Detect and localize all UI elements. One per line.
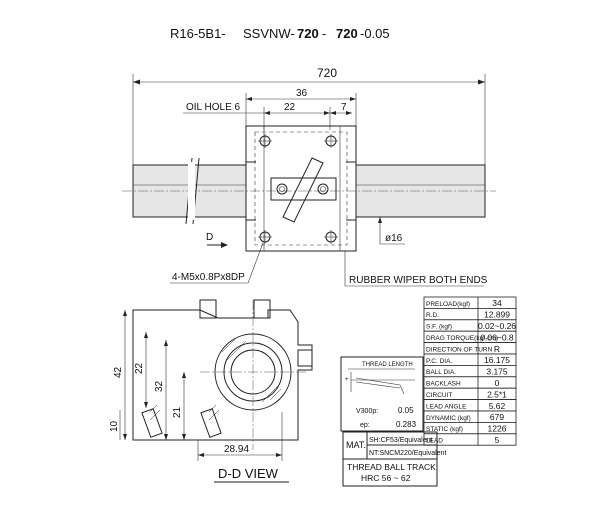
- section-mark-d: D: [206, 232, 228, 248]
- spec-value: 5: [495, 435, 500, 445]
- dimension-22-7: OIL HOLE 6 22 7: [183, 102, 352, 130]
- title-series: SSVNW-: [243, 26, 295, 41]
- spec-row: R.D. 12.899: [423, 307, 517, 321]
- spec-row: BACKLASH 0: [423, 376, 517, 389]
- spec-value: 0: [495, 378, 500, 388]
- ep-value: 0.283: [396, 420, 417, 429]
- spec-label: PRELOAD(kgf): [426, 301, 470, 308]
- spec-value: 3.175: [486, 367, 508, 377]
- spec-value: R: [494, 344, 500, 354]
- spec-label: BACKLASH: [426, 381, 461, 388]
- spec-label: LEAD ANGLE: [426, 403, 467, 410]
- spec-row: BALL DIA. 3.175: [423, 364, 517, 378]
- title-dash: -: [322, 26, 326, 41]
- break-mark: [185, 157, 200, 225]
- mat-label: MAT.: [346, 440, 366, 450]
- section-mark-label: D: [206, 232, 213, 243]
- shaft-diameter-label: ø16: [385, 233, 403, 244]
- spec-value: 5.62: [489, 401, 506, 411]
- hrc-line: HRC 56 ~ 62: [361, 473, 411, 483]
- spec-row: CIRCUIT 2.5*1: [423, 387, 517, 401]
- dim-32-label: 32: [154, 380, 165, 392]
- spec-row: S.F. (kgf) 0.02~0.26: [423, 319, 517, 332]
- dim-28-94-label: 28.94: [224, 444, 249, 455]
- thread-box: THREAD LENGTH + V300p: 0.05 ep: 0.283: [340, 356, 424, 432]
- svg-text:+: +: [345, 377, 349, 383]
- thread-length-label: THREAD LENGTH: [362, 362, 413, 368]
- dim-36-label: 36: [296, 88, 308, 99]
- oil-hole-label: OIL HOLE 6: [186, 102, 241, 113]
- material-box: MAT. SH:CF53/Equivalent NT:SNCM220/Equiv…: [342, 431, 446, 487]
- spec-row: LEAD 5: [423, 433, 517, 446]
- spec-value: 0.02~0.26: [478, 321, 516, 331]
- ep-label: ep:: [360, 422, 370, 429]
- spec-label: P.C. DIA.: [426, 358, 452, 365]
- spec-row: PRELOAD(kgf) 34: [423, 296, 517, 309]
- spec-value: 34: [492, 298, 502, 308]
- spec-row: LEAD ANGLE 5.62: [423, 399, 517, 412]
- thread-leader: 4-M5x0.8Px8DP: [170, 242, 264, 284]
- v-value: 0.05: [398, 406, 414, 415]
- dim-720: 720: [317, 66, 337, 80]
- wiper-note-label: RUBBER WIPER BOTH ENDS: [349, 275, 488, 286]
- overall-length-dimension: 720: [132, 66, 486, 165]
- mat-nt: NT:SNCM220/Equivalent: [369, 450, 446, 457]
- title-prefix: R16-5B1-: [170, 26, 226, 41]
- dim-22-section-label: 22: [134, 362, 145, 374]
- spec-label: S.F. (kgf): [426, 324, 452, 331]
- title-length-1: 720: [297, 26, 319, 41]
- dim-21-label: 21: [172, 406, 183, 418]
- dim-42-label: 42: [113, 366, 124, 378]
- section-dimensions: 42 22 32 21 10 28.94: [109, 310, 283, 461]
- title-length-2: 720: [336, 26, 358, 41]
- spec-value: 2.5*1: [487, 389, 507, 399]
- dimension-36: 36: [245, 88, 357, 126]
- view-label: D-D VIEW: [218, 466, 279, 481]
- spec-label: R.D.: [426, 312, 439, 319]
- spec-label: CIRCUIT: [426, 392, 452, 399]
- v-label: V300p:: [356, 408, 378, 415]
- title-tolerance: -0.05: [360, 26, 390, 41]
- spec-value: 0.06~0.8: [480, 332, 514, 342]
- spec-label: DIRECTION OF TURN: [426, 346, 493, 353]
- ball-nut-top-view: [245, 125, 357, 252]
- mat-sh: SH:CF53/Equivalent: [369, 437, 432, 444]
- dim-7-label: 7: [341, 102, 347, 113]
- spec-value: 16.175: [484, 355, 510, 365]
- spec-label: LEAD: [426, 438, 443, 445]
- spec-label: BALL DIA.: [426, 369, 456, 376]
- shaft-diameter-callout: ø16: [378, 217, 405, 245]
- spec-row: DYNAMIC (kgf) 679: [423, 410, 517, 423]
- spec-label: DRAG TORQUE(kgf-cm): [426, 335, 498, 342]
- thread-callout-label: 4-M5x0.8Px8DP: [172, 272, 245, 283]
- thread-ball-track: THREAD BALL TRACK: [347, 462, 436, 472]
- spec-label: STATIC (kgf): [426, 426, 463, 433]
- spec-value: 1226: [488, 424, 507, 434]
- spec-label: DYNAMIC (kgf): [426, 415, 471, 422]
- wiper-leader: RUBBER WIPER BOTH ENDS: [344, 251, 488, 287]
- dim-22-label: 22: [284, 102, 296, 113]
- spec-row: STATIC (kgf) 1226: [423, 421, 517, 435]
- spec-value: 679: [490, 412, 504, 422]
- dim-10-label: 10: [109, 420, 120, 432]
- spec-value: 12.899: [484, 310, 510, 320]
- section-view-d-d: [132, 299, 313, 450]
- spec-row: P.C. DIA. 16.175: [423, 353, 517, 366]
- spec-row: DRAG TORQUE(kgf-cm)0.06~0.8: [423, 330, 517, 344]
